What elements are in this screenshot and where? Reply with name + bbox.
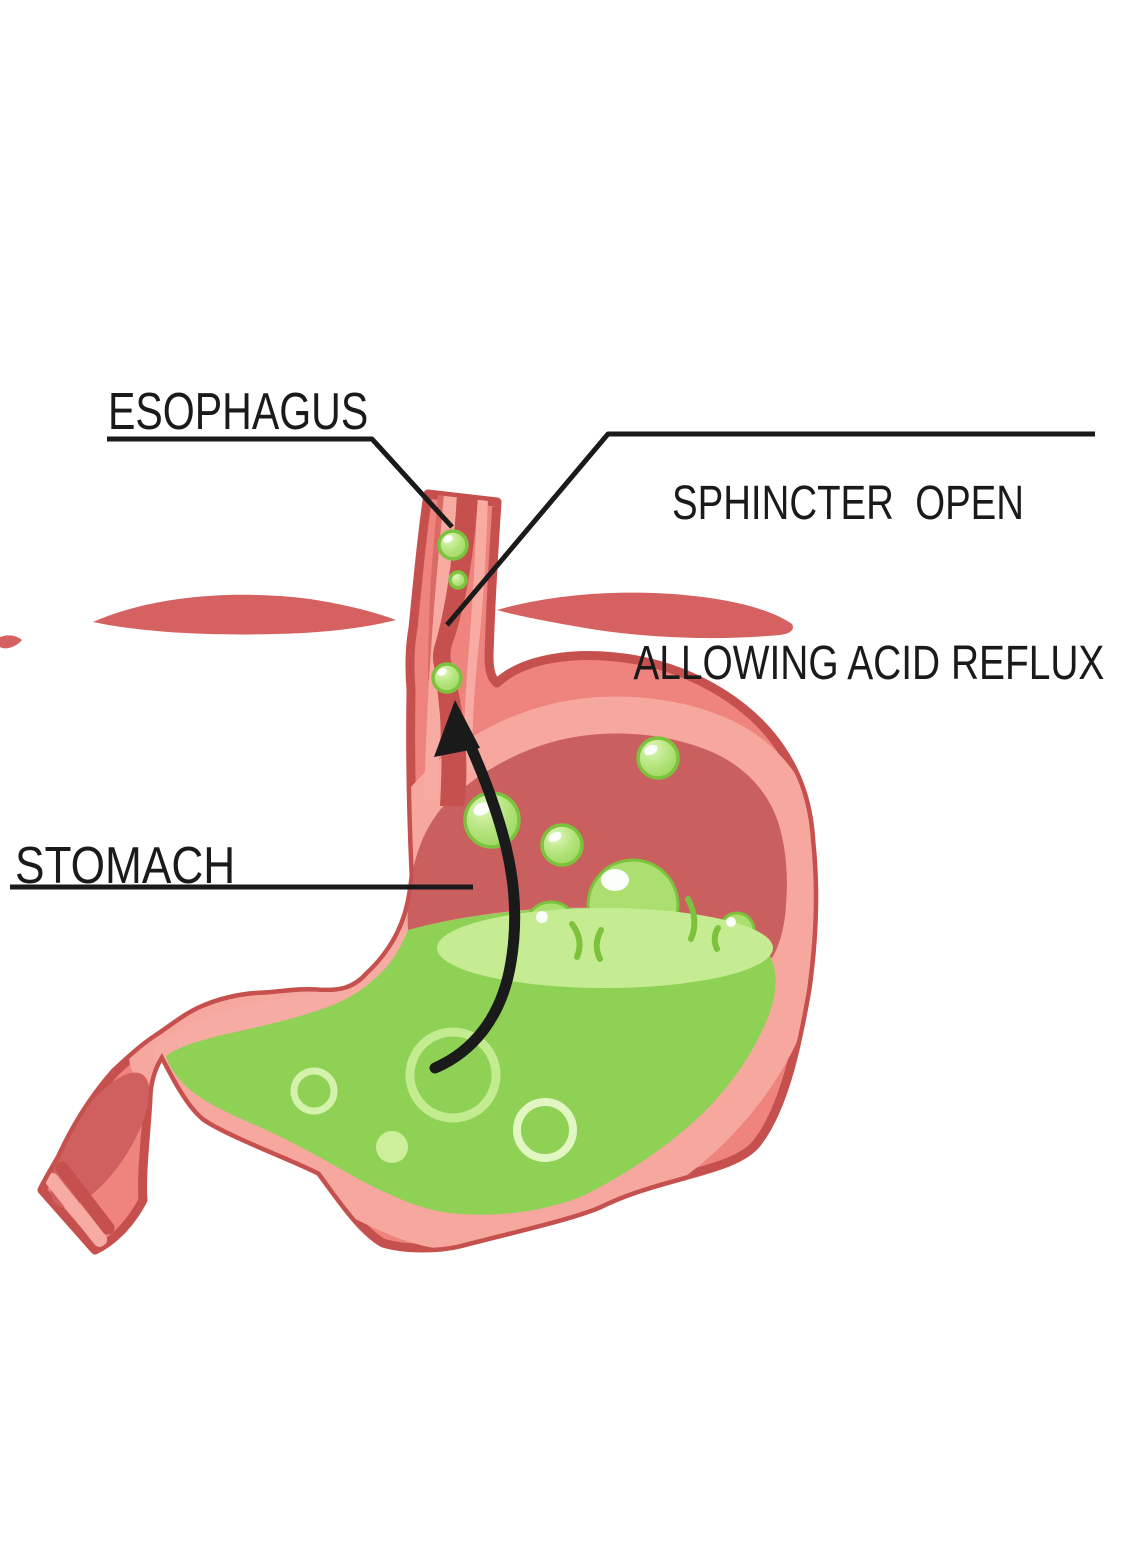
diaphragm-edge-sliver (0, 635, 22, 649)
reflux-arrow (429, 700, 521, 1074)
esophagus-stripes (424, 494, 488, 806)
duodenum-shadow (50, 1072, 150, 1208)
foam-highlight-medium (536, 911, 548, 923)
sphincter-open-channel (432, 494, 478, 806)
reflux-arrow-head (434, 700, 480, 757)
acid-rings (290, 1027, 577, 1162)
diaphragm-left-stroke (93, 594, 396, 635)
sphincter-label-line1: SPHINCTER OPEN (671, 477, 1025, 530)
esophagus-leader-line (107, 436, 454, 529)
diaphragm-right-stroke (497, 592, 793, 639)
acid-surface (437, 908, 773, 988)
pylorus-inner-highlight (154, 930, 412, 1065)
acid-dot (376, 1131, 408, 1163)
sphincter-leader-line (445, 431, 1095, 627)
stomach-label: STOMACH (15, 837, 236, 895)
diaphragm (0, 592, 793, 649)
bubble-highlights (437, 535, 658, 843)
esophagus-label: ESOPHAGUS (108, 383, 369, 441)
sphincter-label-line2: ALLOWING ACID REFLUX (633, 637, 1105, 690)
foam-highlight-small (726, 917, 736, 927)
sphincter-label: SPHINCTER OPEN ALLOWING ACID REFLUX (583, 384, 1113, 736)
foam-shadow-arcs (569, 896, 721, 962)
duodenum-cut-light-band (45, 1173, 107, 1247)
duodenum-cut-dark-stripe (55, 1161, 115, 1235)
foam-highlight-large (601, 869, 629, 891)
reflux-arrow-shaft (429, 730, 521, 1074)
leader-lines (10, 431, 1095, 890)
gastric-acid (166, 858, 776, 1215)
